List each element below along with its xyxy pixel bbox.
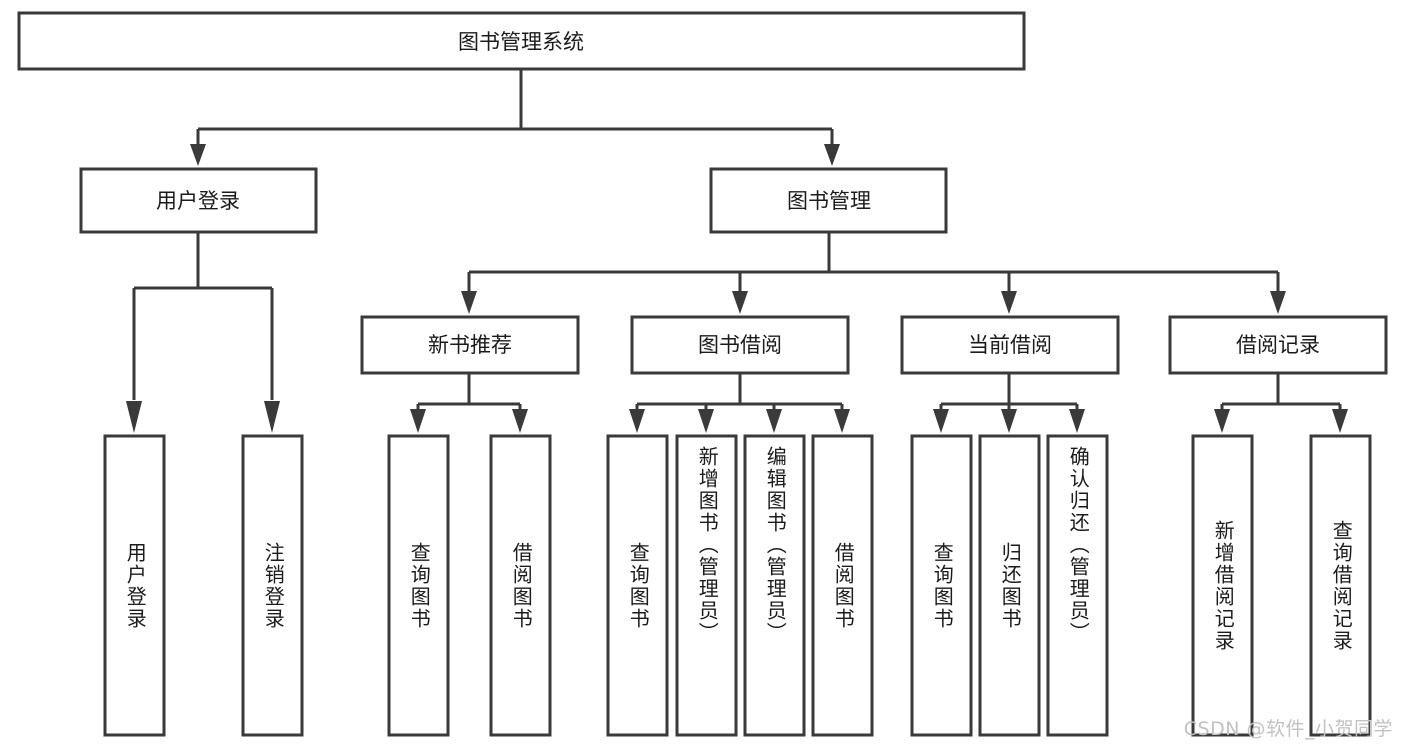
leaf-box-borrow-lend[interactable] xyxy=(811,434,874,737)
connector-newbook-to-leaves xyxy=(410,374,528,433)
node-book-borrow-label: 图书借阅 xyxy=(698,333,782,357)
leaf-box-user-login[interactable] xyxy=(103,434,166,737)
node-new-book-recommend-label: 新书推荐 xyxy=(428,333,512,357)
node-book-management-label: 图书管理 xyxy=(787,189,871,213)
leaf-box-current-confirm[interactable] xyxy=(1046,434,1109,737)
leaf-box-newbook-query[interactable] xyxy=(387,434,450,737)
leaf-box-logout[interactable] xyxy=(241,434,304,737)
node-borrow-record-box[interactable] xyxy=(1168,315,1388,375)
connector-current-to-leaves xyxy=(933,374,1085,433)
node-current-borrow-box[interactable] xyxy=(900,315,1120,375)
node-user-login-box[interactable] xyxy=(79,167,318,234)
node-new-book-recommend-box[interactable] xyxy=(360,315,580,375)
leaf-box-record-add[interactable] xyxy=(1191,434,1254,737)
leaf-box-current-return[interactable] xyxy=(978,434,1041,737)
connector-root-to-level2 xyxy=(190,70,840,166)
connector-bookmgmt-to-level3 xyxy=(461,233,1286,314)
connector-userlogin-to-leaves xyxy=(126,233,280,433)
node-current-borrow-label: 当前借阅 xyxy=(968,333,1052,357)
node-book-borrow-box[interactable] xyxy=(630,315,850,375)
node-root-box[interactable] xyxy=(17,11,1026,71)
node-borrow-record-label: 借阅记录 xyxy=(1236,333,1320,357)
leaf-box-borrow-query[interactable] xyxy=(606,434,669,737)
node-user-login-label: 用户登录 xyxy=(156,189,240,213)
leaf-box-current-query[interactable] xyxy=(910,434,973,737)
node-book-management-box[interactable] xyxy=(709,167,948,234)
leaf-box-newbook-borrow[interactable] xyxy=(489,434,552,737)
connector-borrow-to-leaves xyxy=(629,374,850,433)
leaf-box-borrow-edit[interactable] xyxy=(743,434,806,737)
leaf-box-record-query[interactable] xyxy=(1309,434,1372,737)
watermark-text: CSDN @软件_小贺同学 xyxy=(1183,718,1393,740)
connector-record-to-leaves xyxy=(1214,374,1348,433)
node-root-label: 图书管理系统 xyxy=(458,30,584,54)
leaf-box-borrow-add[interactable] xyxy=(675,434,738,737)
